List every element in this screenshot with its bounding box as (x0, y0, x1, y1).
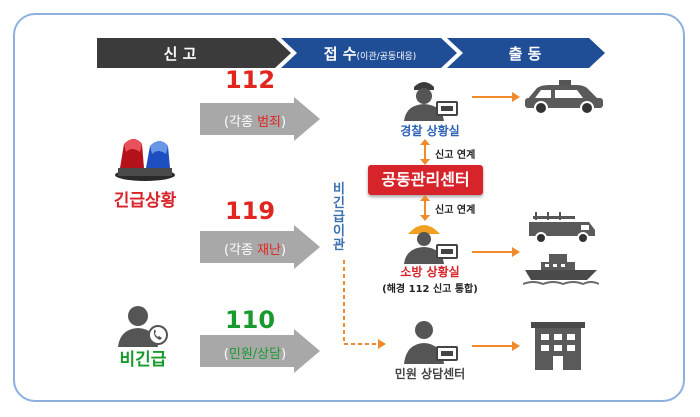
civil-center-label: 민원 상담센터 (394, 367, 466, 381)
siren-icon (115, 139, 175, 181)
fire-truck-icon (529, 212, 595, 244)
link-arrow-top (420, 139, 430, 165)
arrow-112-label: (각종 범죄) (223, 115, 287, 130)
emergency-label: 긴급상황 (113, 191, 177, 211)
link-arrow-bottom (420, 195, 430, 221)
transfer-label: 비긴급이관 (333, 182, 345, 253)
number-119: 119 (224, 197, 276, 225)
non-emergency-label: 비긴급 (119, 350, 167, 370)
header-bar (97, 38, 605, 68)
arrow-119 (200, 225, 320, 269)
police-room-label: 경찰 상황실 (400, 124, 460, 138)
civil-officer-icon (404, 321, 458, 364)
header-receive: 접 수(이관/공동대응) (323, 45, 417, 63)
arrow-119-label: (각종 재난) (223, 243, 287, 258)
phone-caller-icon (118, 306, 168, 347)
transfer-connector (343, 260, 386, 349)
ship-icon (523, 254, 599, 286)
arrow-110-label: (민원/상담) (223, 347, 287, 362)
joint-management-center: 공동관리센터 (368, 165, 483, 195)
dispatch-arrow-police (472, 92, 520, 102)
link-label-bottom: 신고 연계 (435, 205, 476, 216)
link-label-top: 신고 연계 (435, 150, 476, 161)
dispatch-arrow-civil (472, 341, 520, 351)
police-car-icon (525, 80, 603, 114)
fire-room-sublabel: (해경 112 신고 통합) (382, 284, 478, 295)
firefighter-icon (404, 225, 458, 264)
fire-room-label: 소방 상황실 (400, 265, 460, 279)
arrow-110 (200, 329, 320, 373)
header-dispatch: 출 동 (508, 45, 542, 63)
arrow-112 (200, 97, 320, 141)
number-110: 110 (224, 306, 276, 334)
building-icon (531, 322, 585, 370)
police-officer-icon (404, 82, 458, 121)
dispatch-arrow-fire (472, 247, 520, 257)
number-112: 112 (224, 66, 276, 94)
header-report: 신 고 (163, 45, 197, 63)
